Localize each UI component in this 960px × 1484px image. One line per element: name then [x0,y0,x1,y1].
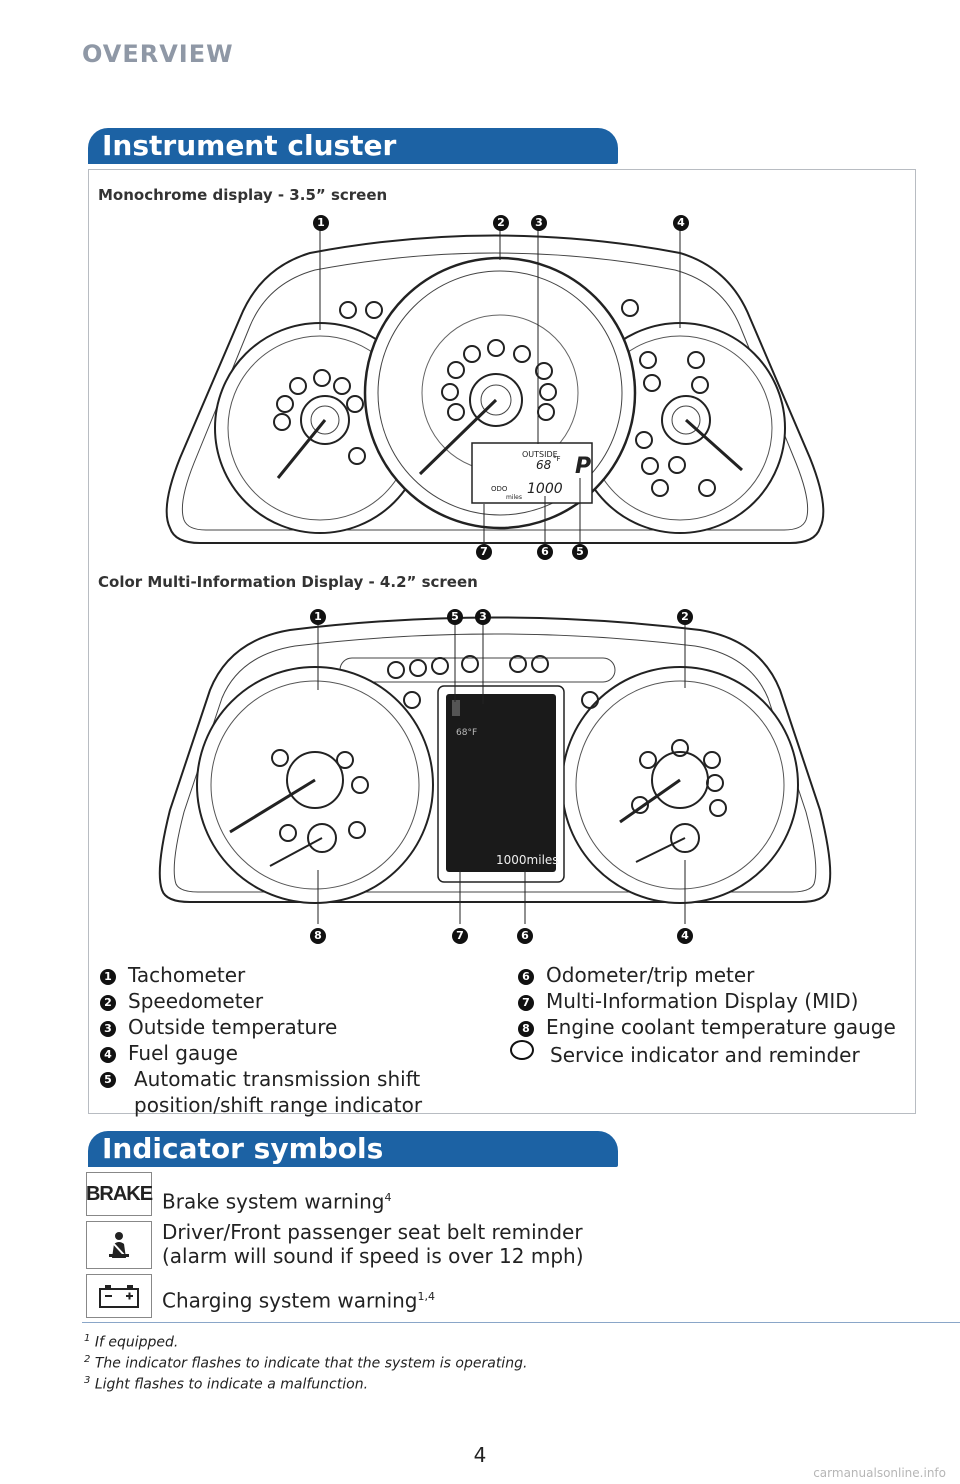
color-callout-4: 4 [677,928,693,944]
page-number: 4 [473,1443,487,1467]
color-odo-value: 1000miles [496,853,559,867]
service-indicator-icon [510,1040,534,1060]
mono-display-caption: Monochrome display - 3.5” screen [98,186,388,204]
section-label: OVERVIEW [82,40,234,68]
mono-callout-2: 2 [493,215,509,231]
battery-icon [86,1274,152,1318]
mono-gear-indicator: P [575,454,591,479]
color-callout-7: 7 [452,928,468,944]
indicator-row-brake: BRAKE Brake system warning4 [86,1172,686,1222]
mono-odo-value: 1000 [527,481,563,497]
mono-temp-value: 68 [536,458,552,472]
mono-temp-unit: °F [553,455,561,463]
color-callout-8: 8 [310,928,326,944]
color-callout-5: 5 [447,609,463,625]
mono-callout-7: 7 [476,544,492,560]
legend-item-service-indicator: Service indicator and reminder [510,1040,860,1068]
mono-callout-1: 1 [313,215,329,231]
indicator-row-charging: Charging system warning1,4 [86,1274,686,1318]
color-callout-1: 1 [310,609,326,625]
color-callout-2: 2 [677,609,693,625]
color-temp-value: 68°F [456,728,477,738]
mono-callout-3: 3 [531,215,547,231]
mono-callout-4: 4 [673,215,689,231]
instrument-cluster-banner: Instrument cluster [88,128,618,164]
mono-cluster-illustration: OUTSIDE 68 °F P ODO 1000 miles [165,220,825,544]
color-cluster-illustration: 68°F 1000miles [158,616,832,924]
seatbelt-label-line2: (alarm will sound if speed is over 12 mp… [162,1244,584,1268]
footnote-divider [82,1322,960,1323]
footnote-1: 1 If equipped. [84,1333,179,1351]
legend-item-shift-indicator: 5 Automatic transmission shift position/… [100,1066,460,1118]
indicator-row-seatbelt: Driver/Front passenger seat belt reminde… [86,1220,686,1271]
mono-callout-6: 6 [537,544,553,560]
color-display-caption: Color Multi-Information Display - 4.2” s… [98,573,478,591]
footnote-3: 3 Light flashes to indicate a malfunctio… [84,1375,369,1393]
footnote-2: 2 The indicator flashes to indicate that… [84,1354,528,1372]
color-callout-6: 6 [517,928,533,944]
mono-odo-label: ODO [491,485,508,493]
watermark: carmanualsonline.info [813,1466,946,1480]
cluster-figure-box [88,169,916,1114]
seatbelt-label-line1: Driver/Front passenger seat belt reminde… [162,1220,583,1244]
seatbelt-icon [86,1221,152,1269]
mono-odo-unit: miles [506,494,522,501]
indicator-symbols-banner: Indicator symbols [88,1131,618,1167]
mono-outside-label: OUTSIDE [522,450,558,459]
mono-callout-5: 5 [572,544,588,560]
color-callout-3: 3 [475,609,491,625]
brake-icon: BRAKE [86,1172,153,1216]
